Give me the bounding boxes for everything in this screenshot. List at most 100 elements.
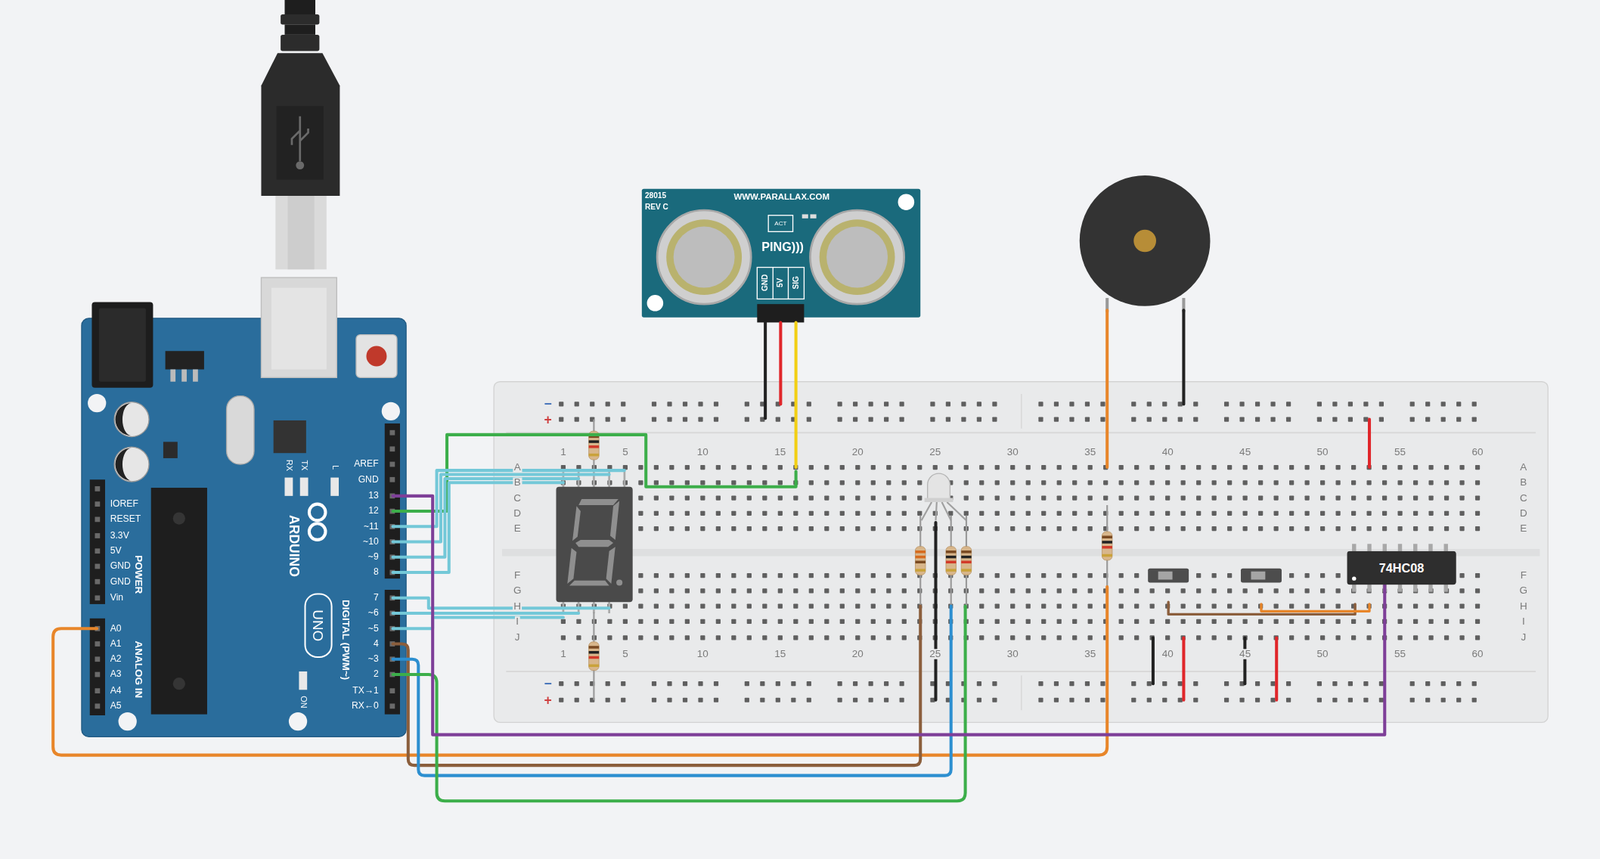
breadboard-hole (1134, 480, 1139, 485)
breadboard-hole (1274, 603, 1279, 608)
breadboard-hole (964, 465, 969, 470)
breadboard-hole (1165, 619, 1170, 624)
resistor-symbol-part (914, 546, 925, 576)
rail-hole (605, 697, 611, 703)
rail-hole (1317, 401, 1322, 407)
breadboard-hole (1010, 480, 1015, 485)
usb-cable-part (291, 116, 309, 162)
header-hole (390, 703, 396, 709)
breadboard-hole (1413, 635, 1418, 640)
breadboard-hole (1459, 511, 1464, 516)
breadboard-hole (638, 495, 643, 500)
breadboard-hole (1041, 526, 1046, 531)
rail-hole (713, 417, 719, 422)
arduino-uno-board-part (381, 402, 400, 421)
breadboard-hole (1196, 635, 1201, 640)
rail-hole (1456, 417, 1461, 422)
breadboard-hole (1320, 588, 1325, 593)
breadboard-hole (1212, 480, 1217, 485)
breadboard-hole (1351, 511, 1356, 516)
breadboard-hole (1134, 465, 1139, 470)
breadboard-hole (1134, 619, 1139, 624)
pin-label: 4 (373, 638, 379, 649)
breadboard-hole (762, 603, 767, 608)
breadboard-part (1020, 393, 1022, 429)
breadboard-hole (995, 465, 1000, 470)
breadboard-hole (1196, 465, 1201, 470)
rail-hole (558, 417, 564, 422)
rail-hole (1239, 401, 1244, 407)
breadboard-hole (871, 526, 876, 531)
rail-hole (697, 417, 703, 422)
rail-hole (1456, 681, 1461, 686)
rail-hole (899, 681, 905, 686)
breadboard-hole (1150, 588, 1155, 593)
rail-hole (976, 401, 982, 407)
usb-cable-part (280, 34, 320, 52)
column-number: 10 (695, 446, 710, 457)
breadboard-hole (1057, 573, 1062, 578)
piezo-buzzer (1079, 175, 1211, 313)
pin-label: RX←0 (351, 701, 379, 711)
resistor-symbol-part (945, 568, 956, 572)
breadboard-hole (731, 588, 736, 593)
breadboard-hole (809, 511, 814, 516)
wires-part (393, 474, 610, 543)
rail-hole (1131, 401, 1136, 407)
breadboard-hole (902, 480, 907, 485)
breadboard-hole (855, 465, 860, 470)
resistor-symbol-part (945, 555, 956, 559)
arduino-uno-board-part (163, 441, 178, 459)
breadboard-hole (731, 511, 736, 516)
rail-hole (930, 401, 935, 407)
breadboard-hole (1289, 480, 1294, 485)
breadboard-hole (1212, 573, 1217, 578)
slide-switches-part (1147, 568, 1189, 583)
breadboard-hole (1444, 526, 1449, 531)
sensor-label: ACT (774, 220, 787, 227)
breadboard-hole (1305, 480, 1310, 485)
breadboard-hole (793, 511, 798, 516)
resistor-symbol (914, 514, 925, 606)
column-number: 55 (1393, 648, 1408, 659)
rail-hole (1054, 697, 1059, 703)
breadboard-hole (995, 635, 1000, 640)
breadboard-hole (793, 495, 798, 500)
breadboard-hole (855, 495, 860, 500)
breadboard-hole (1212, 526, 1217, 531)
rail-hole (1162, 681, 1167, 686)
rail-hole (883, 417, 889, 422)
rail-hole (1317, 417, 1322, 422)
breadboard-hole (1475, 588, 1480, 593)
rail-hole (1193, 417, 1198, 422)
breadboard-hole (1041, 603, 1046, 608)
seven-segment-display-part (567, 499, 623, 587)
arduino-uno-board-part (170, 369, 176, 382)
row-letter: J (1519, 632, 1527, 643)
seven-segment-display (555, 471, 633, 614)
breadboard-hole (561, 619, 566, 624)
rail-hole (1379, 401, 1384, 407)
chip-pins-part (1398, 583, 1402, 593)
breadboard-hole (1026, 573, 1031, 578)
seven-segment-display-part-part (606, 546, 616, 584)
rail-hole (1410, 401, 1415, 407)
breadboard-hole (1413, 603, 1418, 608)
breadboard-hole (1366, 495, 1371, 500)
seven-segment-display-part-part (610, 501, 620, 540)
chip-pins-part (1367, 583, 1371, 593)
breadboard-hole (1243, 465, 1248, 470)
resistor-symbol-part (945, 546, 956, 576)
breadboard-hole (1243, 480, 1248, 485)
breadboard-hole (1119, 588, 1124, 593)
breadboard-hole (1165, 588, 1170, 593)
breadboard-hole (1010, 635, 1015, 640)
breadboard-hole (1181, 619, 1186, 624)
rail-hole (1224, 401, 1229, 407)
breadboard-hole (1057, 511, 1062, 516)
rail-hole (852, 401, 858, 407)
breadboard-hole (716, 465, 721, 470)
breadboard-hole (716, 480, 721, 485)
rail-hole (961, 401, 966, 407)
breadboard-hole (1196, 603, 1201, 608)
